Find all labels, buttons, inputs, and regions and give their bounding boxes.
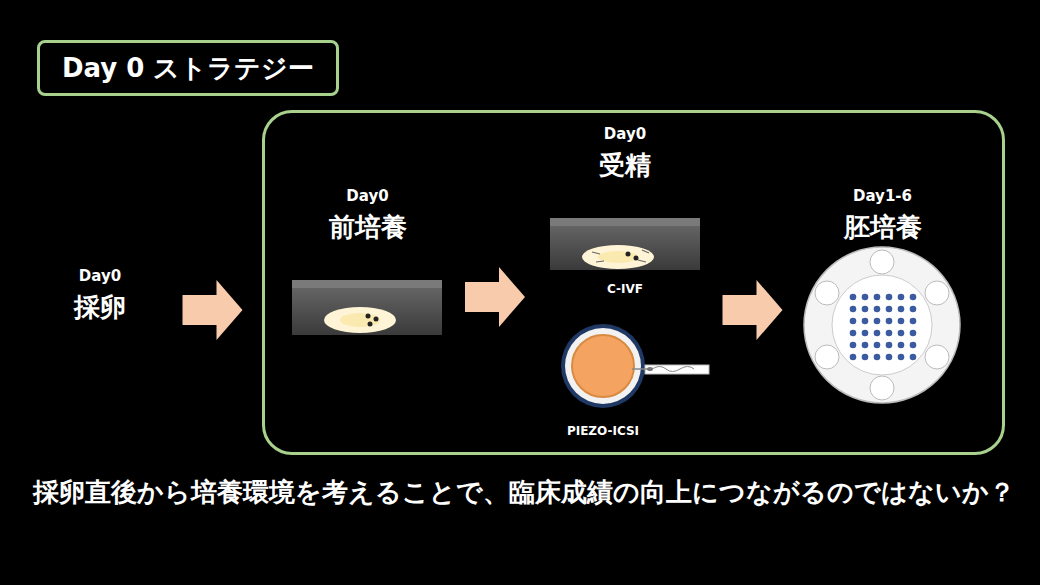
method-label: C-IVF (555, 282, 695, 296)
block-arrow (465, 267, 525, 327)
day-label: Day0 (537, 124, 713, 144)
day-label: Day1-6 (792, 186, 973, 206)
stage-name: 前培養 (282, 210, 453, 244)
stage-name: 胚培養 (792, 210, 973, 244)
day-label: Day0 (37, 266, 163, 286)
caption-text: 採卵直後から培養環境を考えることで、臨床成績の向上につながるのではないか？ (33, 474, 1023, 510)
block-arrow (723, 280, 783, 340)
stage-node: Day0 前培養 (282, 186, 453, 341)
title-box: Day 0 ストラテジー (37, 40, 339, 96)
embryo-dish (804, 247, 960, 403)
stage-name: 採卵 (37, 290, 163, 324)
method-label: PIEZO-ICSI (533, 424, 673, 438)
stage-node: Day0 採卵 (37, 266, 163, 346)
stage-name: 受精 (537, 148, 713, 182)
icsi-oocyte (561, 324, 709, 408)
preculture-dish (292, 280, 442, 335)
stage-node: Day1-6 胚培養 (792, 186, 973, 436)
civf-dish (550, 218, 700, 270)
day-label: Day0 (282, 186, 453, 206)
block-arrow (183, 280, 243, 340)
